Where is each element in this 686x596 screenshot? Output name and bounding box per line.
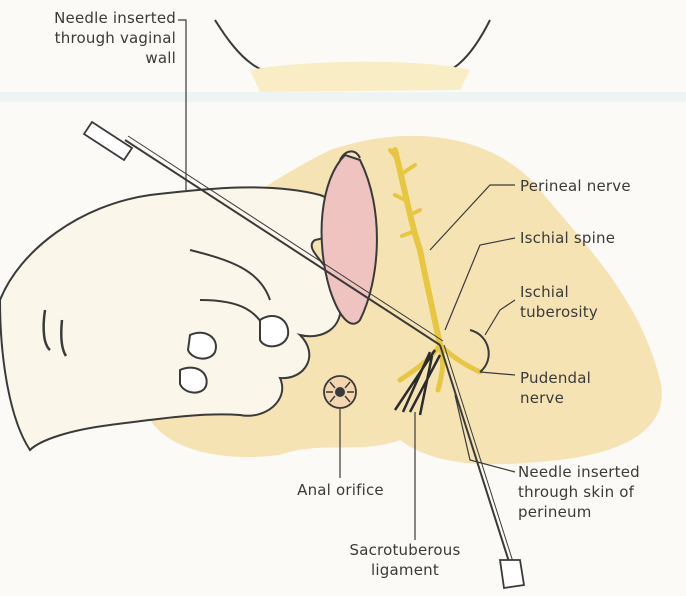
label-needle-vaginal: Needle inserted through vaginal wall <box>0 8 176 68</box>
label-ischial-tuberosity: Ischial tuberosity <box>520 282 598 322</box>
background-band <box>0 92 686 102</box>
label-ischial-spine: Ischial spine <box>520 228 615 248</box>
label-anal-orifice: Anal orifice <box>268 480 413 500</box>
anal-orifice-mark <box>324 376 356 408</box>
leader-needle-vaginal <box>178 20 186 190</box>
abdomen-fill <box>250 62 470 92</box>
label-perineal-nerve: Perineal nerve <box>520 176 631 196</box>
finger-nail-1 <box>260 316 288 346</box>
label-pudendal-nerve: Pudendal nerve <box>520 368 591 408</box>
finger-nail-3 <box>180 368 207 393</box>
finger-nail-2 <box>188 333 216 359</box>
label-needle-skin: Needle inserted through skin of perineum <box>518 462 640 522</box>
label-sacrotuberous: Sacrotuberous ligament <box>325 540 485 580</box>
